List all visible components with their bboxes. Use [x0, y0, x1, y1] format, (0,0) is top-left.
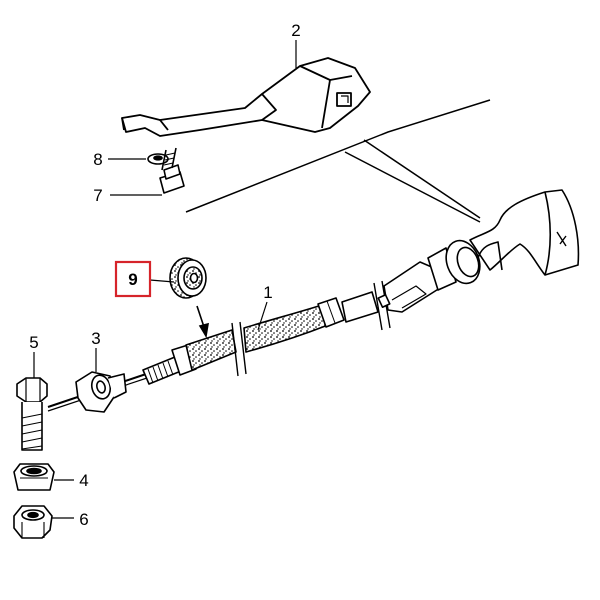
hex-nut-part-6	[13, 505, 53, 539]
bolt-part-7	[159, 147, 185, 194]
callout-5: 5	[29, 333, 38, 352]
callout-9: 9	[128, 270, 137, 289]
callout-2: 2	[291, 21, 300, 40]
hex-bolt-part-5	[16, 377, 48, 451]
highlight-box	[114, 260, 152, 298]
sleeve-nut-part-4	[13, 463, 55, 491]
callout-6: 6	[79, 510, 88, 529]
callout-7: 7	[93, 186, 102, 205]
callout-3: 3	[91, 329, 100, 348]
leader-lines	[33, 40, 297, 519]
callout-8: 8	[93, 150, 102, 169]
bracket-part-2	[121, 57, 371, 137]
grommet-part-9	[169, 257, 207, 299]
section-divider-lines	[185, 99, 491, 223]
flange-nut-part-3	[75, 371, 127, 413]
callout-4: 4	[79, 471, 88, 490]
cable-part-1	[47, 189, 580, 412]
callout-1: 1	[263, 283, 272, 302]
grommet-arrow	[196, 305, 209, 339]
